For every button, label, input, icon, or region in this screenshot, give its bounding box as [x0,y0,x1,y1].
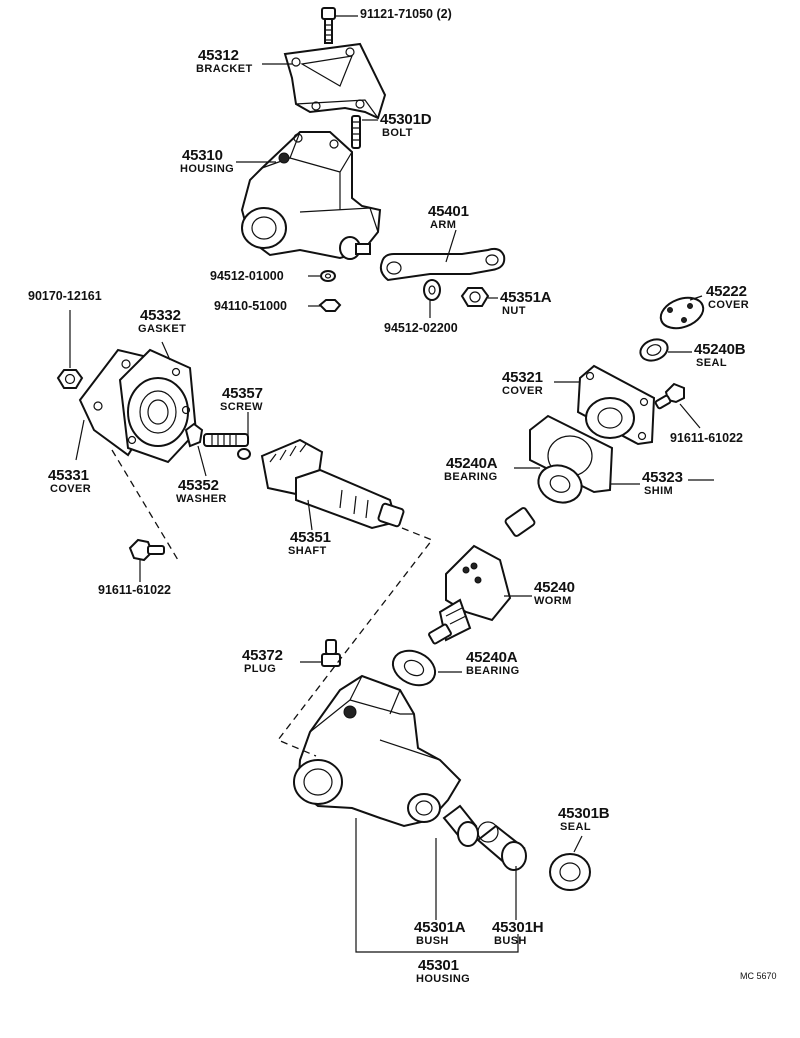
seal-45240b [639,338,669,362]
name-housing-bottom: HOUSING [416,973,471,985]
bolt-91611-61022-right [654,382,685,410]
label-45222: 45222 [706,283,747,300]
label-45332: 45332 [140,307,181,324]
label-45312: 45312 [198,47,239,64]
label-45301a: 45301A [414,919,466,936]
label-45301h: 45301H [492,919,544,936]
label-91611-61022-right: 91611-61022 [670,431,743,445]
label-45301: 45301 [418,957,459,974]
bush-45301h [476,821,527,871]
label-94110-51000: 94110-51000 [214,299,287,313]
nut-45351a [460,287,490,307]
pitman-arm-45401 [379,247,506,282]
label-45240a-lower: 45240A [466,649,518,666]
seal-45301b [549,853,591,891]
name-bush-h: BUSH [494,935,527,947]
label-45301d: 45301D [380,111,432,128]
diagram-code: MC 5670 [740,971,777,981]
name-shim: SHIM [644,485,674,497]
label-45301b: 45301B [558,805,610,822]
name-bracket: BRACKET [196,63,253,75]
name-plug: PLUG [244,663,277,675]
housing-45301 [293,674,462,828]
label-45240: 45240 [534,579,575,596]
nut-90170-12161 [56,369,84,389]
name-seal-45240b: SEAL [696,357,727,369]
name-arm: ARM [430,219,457,231]
name-cover-45331: COVER [50,483,92,495]
label-90170-12161: 90170-12161 [28,289,102,303]
name-washer: WASHER [176,493,227,505]
washer-94512-02200 [423,279,441,301]
bolt-91611-61022-left [128,538,165,562]
label-45310: 45310 [182,147,223,164]
name-seal-45301b: SEAL [560,821,591,833]
label-45351a: 45351A [500,289,552,306]
bolt-45301d [351,115,361,149]
cover-45321 [576,364,656,446]
bracket-45312 [283,42,387,120]
label-94512-01000: 94512-01000 [210,269,284,283]
name-housing-top: HOUSING [180,163,235,175]
washer-94512-01000 [320,270,336,282]
name-bolt: BOLT [382,127,413,139]
label-45372: 45372 [242,647,283,664]
screw-45357 [203,433,251,460]
label-45240b: 45240B [694,341,746,358]
leader-lines [69,15,714,953]
bolt-91121-71050 [321,7,336,44]
washer-45352 [184,422,204,448]
label-91611-61022-left: 91611-61022 [98,583,171,597]
cover-45222 [659,296,705,330]
bearing-45240a-lower [391,649,437,687]
bush-45301a [442,804,479,847]
label-45240a-upper: 45240A [446,455,498,472]
name-gasket: GASKET [138,323,187,335]
name-screw: SCREW [220,401,263,413]
sector-shaft-45351 [260,438,405,530]
name-bearing-upper: BEARING [444,471,498,483]
label-45401: 45401 [428,203,469,220]
nut-94110-51000 [318,299,342,312]
label-45323: 45323 [642,469,683,486]
bearing-45240a-upper [537,464,583,504]
label-91121-71050: 91121-71050 (2) [360,7,452,21]
assembly-dashed-lines [111,449,434,757]
name-cover-45321: COVER [502,385,544,397]
housing-assembly-45310 [240,131,382,260]
gasket-45332 [118,348,198,464]
label-45331: 45331 [48,467,89,484]
worm-45240 [428,507,536,645]
name-bearing-lower: BEARING [466,665,520,677]
label-45352: 45352 [178,477,219,494]
name-nut: NUT [502,305,526,317]
name-worm: WORM [534,595,572,607]
label-45321: 45321 [502,369,543,386]
label-45357: 45357 [222,385,263,402]
name-cover-45222: COVER [708,299,750,311]
label-94512-02200: 94512-02200 [384,321,458,335]
plug-45372 [321,639,341,667]
label-45351: 45351 [290,529,331,546]
name-bush-a: BUSH [416,935,449,947]
name-shaft: SHAFT [288,545,327,557]
